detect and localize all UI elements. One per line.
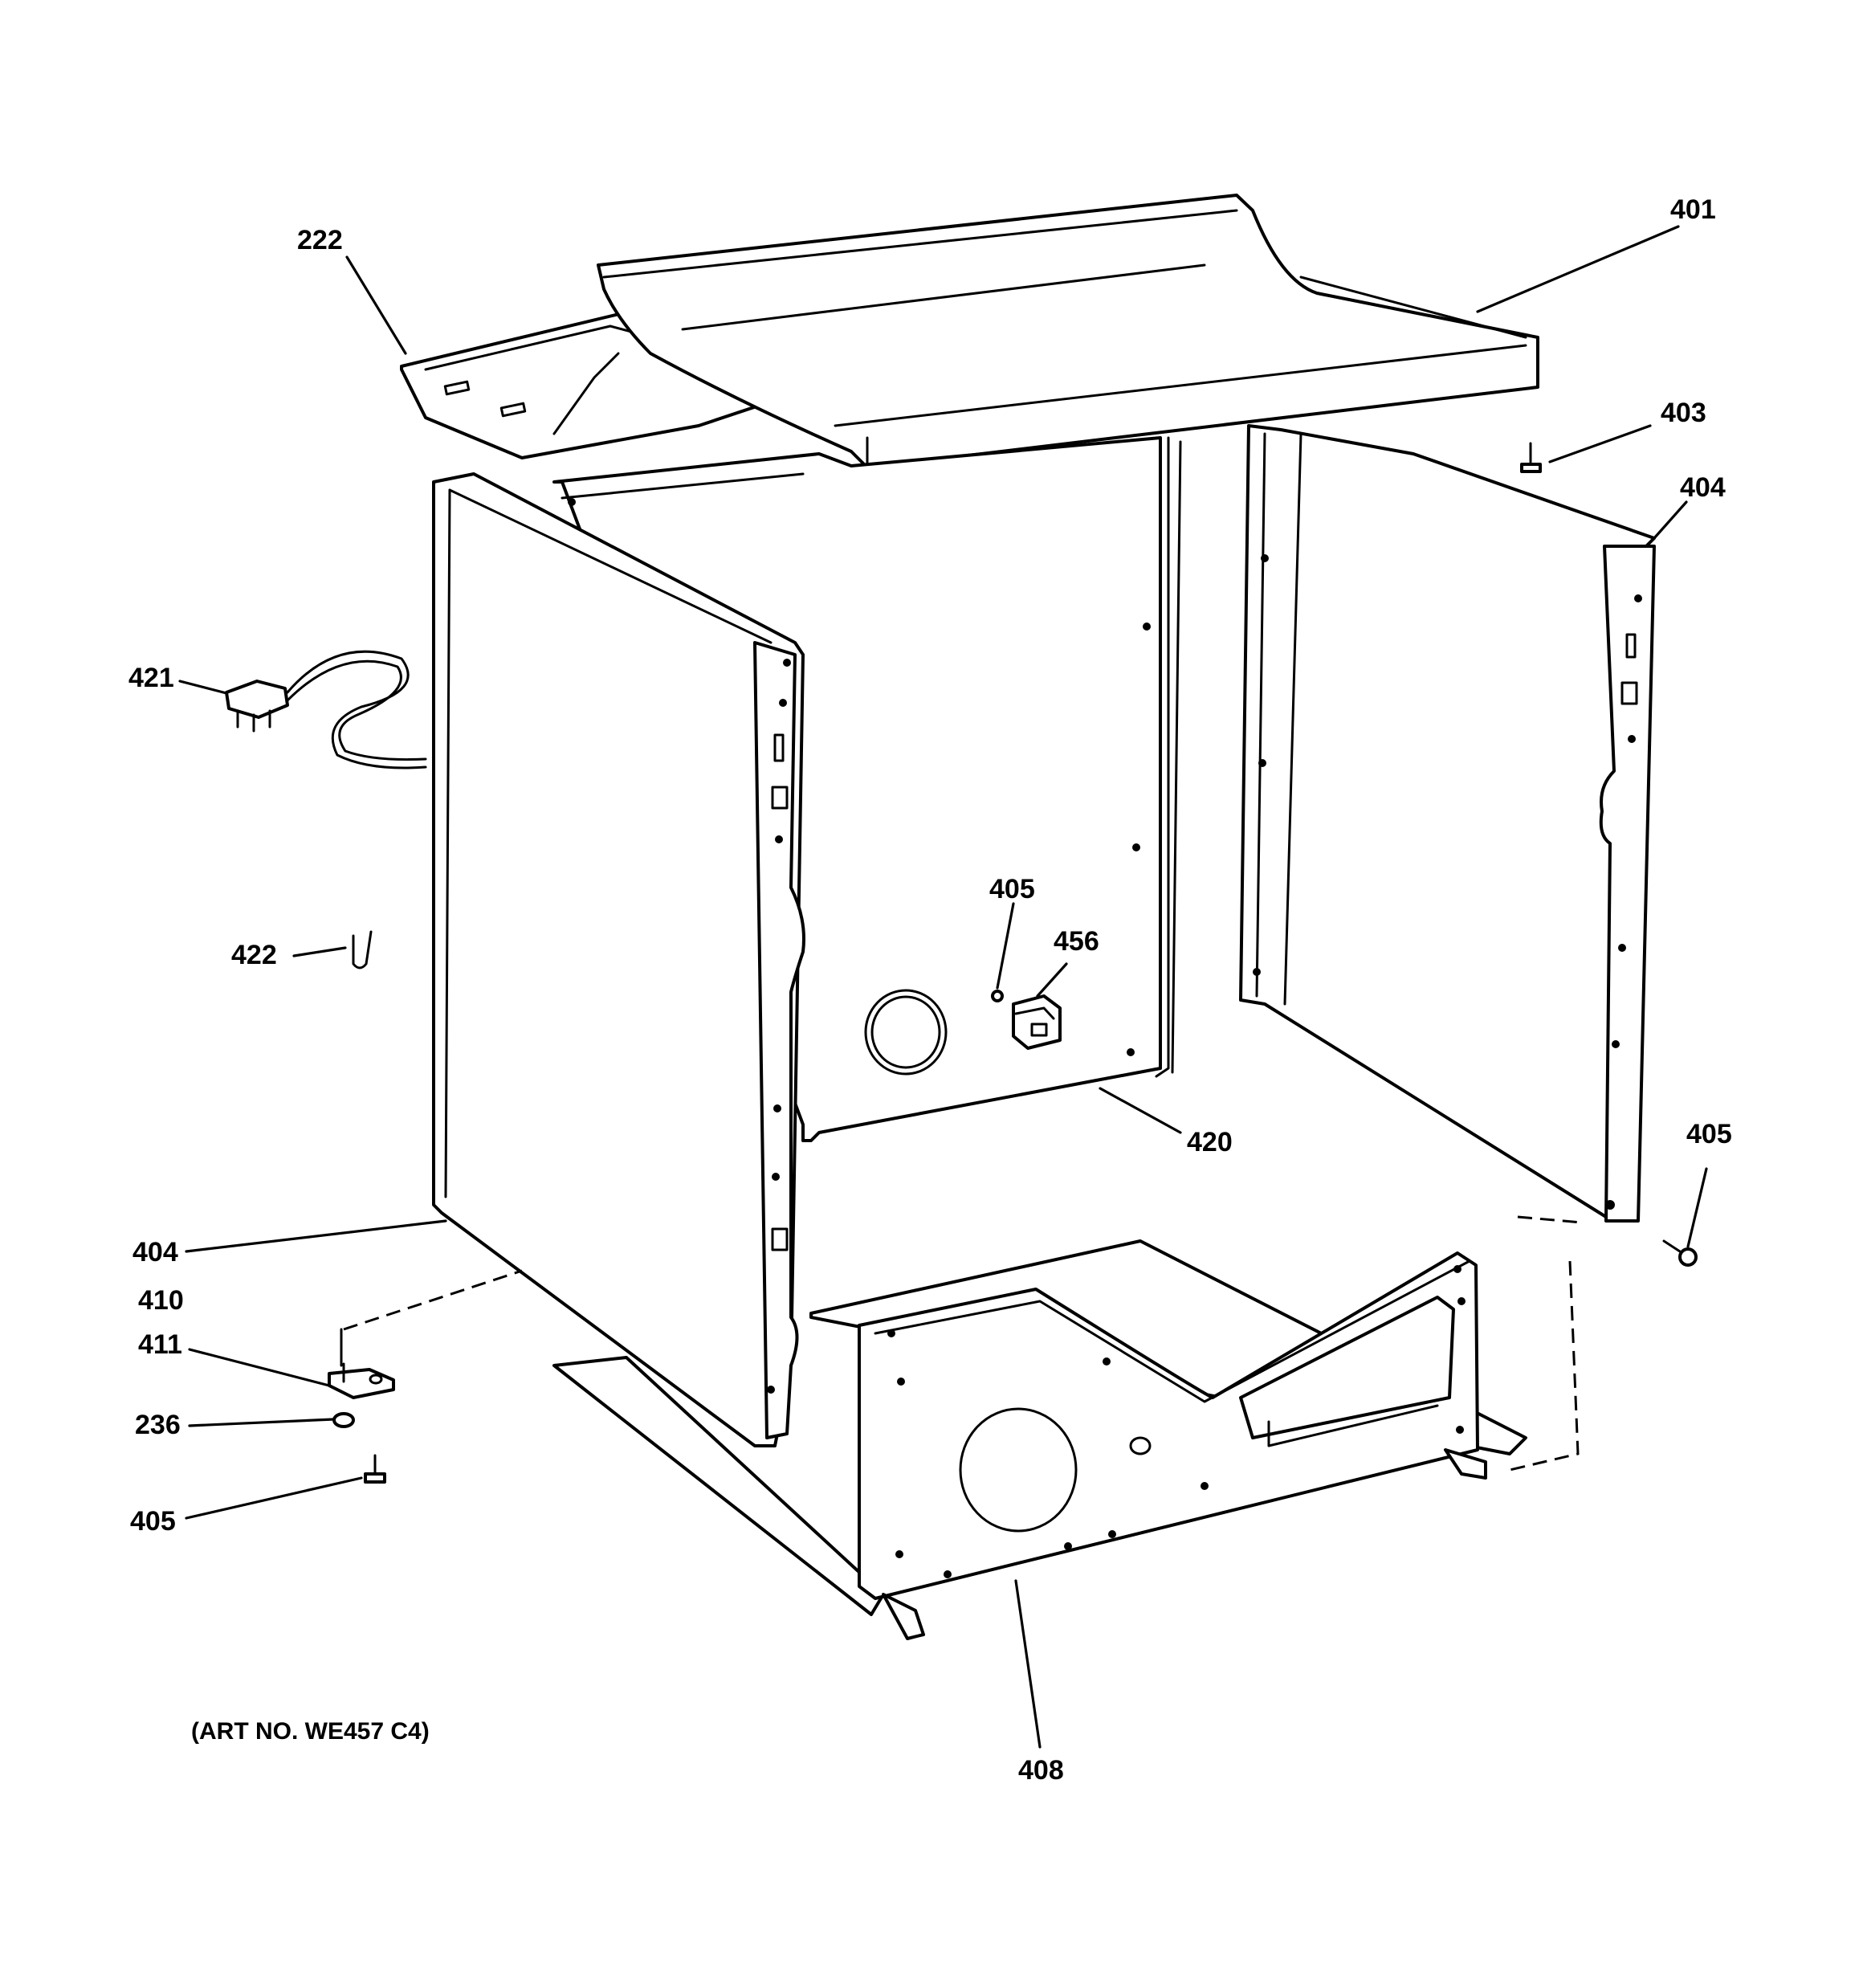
callout-222: 222	[297, 225, 343, 255]
part-403-screw	[1520, 442, 1542, 473]
callout-422: 422	[231, 940, 277, 970]
callout-420: 420	[1187, 1127, 1233, 1157]
part-404-left-side-panel	[432, 472, 805, 1447]
callout-456: 456	[1054, 926, 1099, 957]
callout-411: 411	[138, 1329, 182, 1360]
callout-405-center: 405	[989, 874, 1035, 904]
part-405-screw-left	[364, 1454, 386, 1484]
callout-236: 236	[135, 1410, 181, 1440]
callout-405-right: 405	[1686, 1119, 1732, 1149]
part-410-411-leveling-leg	[328, 1328, 395, 1428]
callout-labels: 222 401 403 404 421 405 456 422 420 405 …	[128, 194, 1732, 1786]
part-401-top-panel	[597, 194, 1539, 469]
part-405-screw-right	[1662, 1239, 1698, 1267]
callout-404-right: 404	[1680, 472, 1726, 503]
part-421-power-cord	[225, 650, 427, 769]
part-408-base	[552, 1239, 1527, 1640]
assembly-dash-lines	[343, 1215, 1583, 1472]
part-405-screw-center	[991, 990, 1004, 1002]
callout-408: 408	[1018, 1755, 1064, 1786]
callout-405-left: 405	[130, 1506, 176, 1537]
callout-404-left: 404	[132, 1237, 178, 1268]
callout-403: 403	[1661, 398, 1706, 428]
callout-421: 421	[128, 663, 174, 693]
art-number-caption: (ART NO. WE457 C4)	[191, 1718, 430, 1745]
callout-leaders	[178, 225, 1708, 1749]
callout-410: 410	[138, 1285, 184, 1316]
part-404-right-side-panel	[1239, 424, 1656, 1223]
part-422-clip	[352, 930, 373, 970]
callout-401: 401	[1670, 194, 1716, 225]
part-456-bracket	[1012, 994, 1062, 1050]
